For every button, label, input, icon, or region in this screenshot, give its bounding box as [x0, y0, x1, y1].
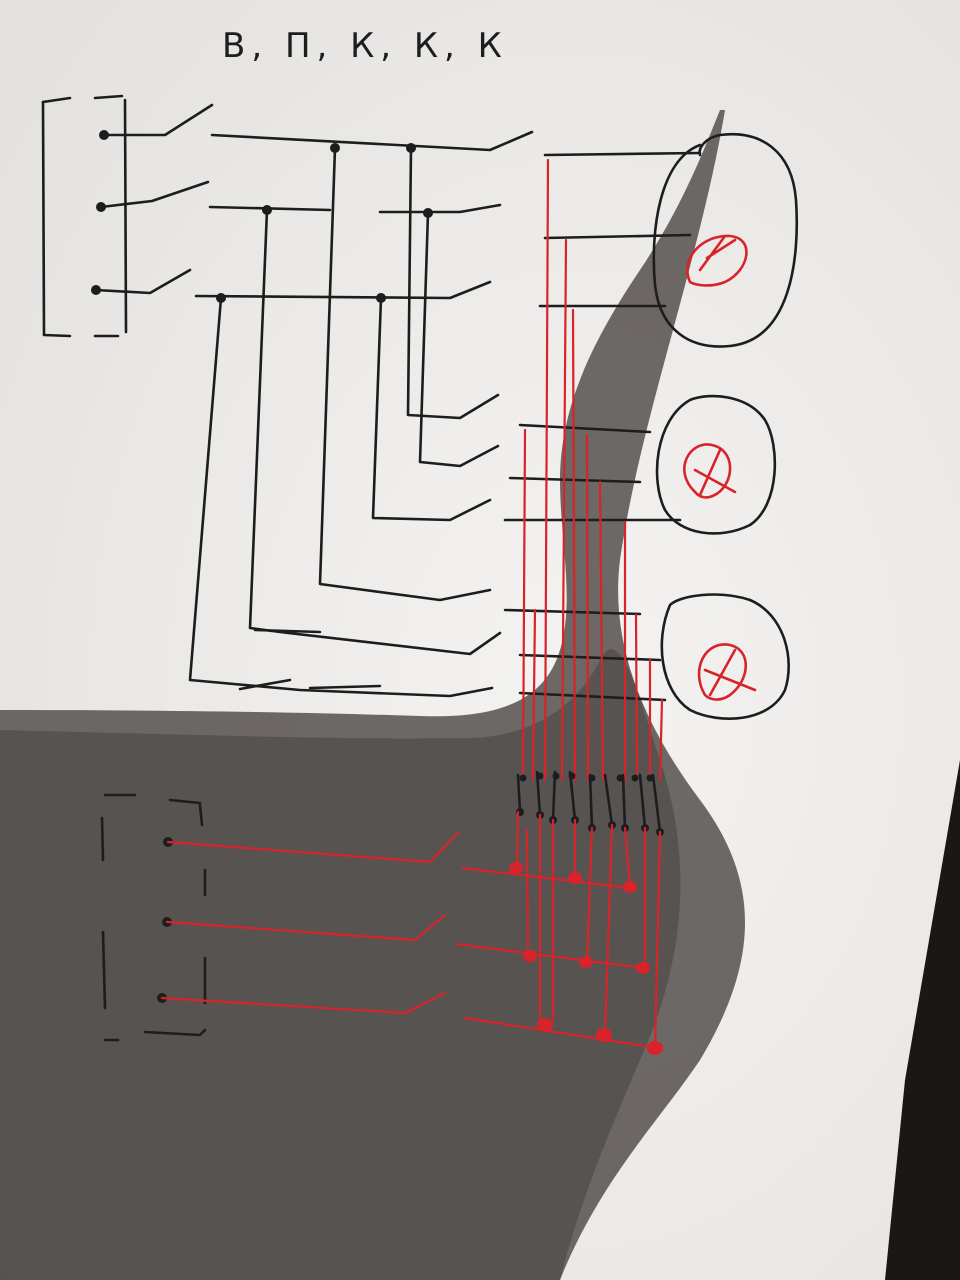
- red-lower-verticals: [515, 810, 662, 1050]
- motor-m-symbol: [686, 234, 748, 287]
- bottom-red-switches: [160, 831, 660, 1050]
- black-branch-wiring: [188, 146, 502, 698]
- motor-m-symbol: [697, 643, 757, 701]
- red-bank-switches: [516, 770, 664, 836]
- top-bus-lines: [194, 130, 534, 303]
- diagram-title: В, П, К, К, К: [222, 26, 508, 66]
- motor-m-symbol: [683, 443, 737, 499]
- top-source-bracket: [41, 94, 128, 338]
- motor-1: [652, 132, 799, 348]
- top-main-switches: [94, 103, 214, 295]
- motor-3: [660, 593, 790, 720]
- red-junctions: [509, 862, 663, 1055]
- motor-feed-lines: [503, 151, 702, 702]
- red-verticals: [521, 158, 664, 782]
- motor-2: [655, 394, 777, 535]
